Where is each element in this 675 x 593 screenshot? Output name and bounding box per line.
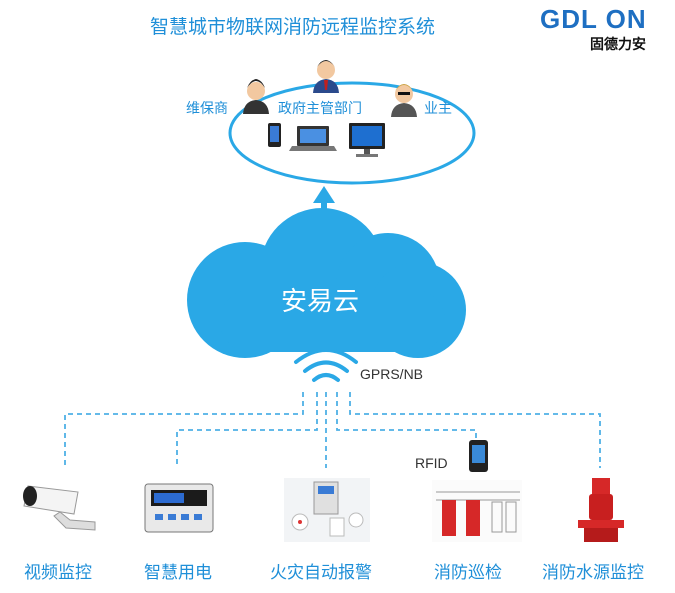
device-label-power: 智慧用电 [144,563,212,583]
device-label-video: 视频监控 [24,563,92,583]
cloud-shape [187,208,466,358]
fire-alarm-devices-icon [284,478,370,542]
water-pump-icon [578,478,624,542]
power-meter-icon [144,483,214,533]
page-title: 智慧城市物联网消防远程监控系统 [150,16,436,38]
role-label-owner: 业主 [424,101,452,117]
device-label-water: 消防水源监控 [542,563,644,583]
user-ellipse [228,81,476,185]
cloud-label: 安易云 [281,287,360,317]
device-label-inspection: 消防巡检 [434,563,502,583]
desktop-monitor-icon [349,123,385,157]
role-label-government: 政府主管部门 [278,101,362,117]
wifi-icon [294,348,358,382]
person-icon-owner [391,84,417,117]
surveillance-camera-icon [23,485,96,531]
device-label-fire-alarm: 火灾自动报警 [270,563,372,583]
brand-logo: GDL ON 固德力安 [540,4,670,53]
fire-pump-system-icon [432,480,522,542]
phone-icon [268,123,281,147]
network-label: GPRS/NB [360,366,424,382]
logo-sub-text: 固德力安 [590,37,646,53]
logo-brand-text: GDL ON [540,4,647,34]
network-connectors [64,392,601,468]
laptop-icon [289,126,337,151]
person-icon-maintainer [243,79,269,114]
rfid-label: RFID [415,455,448,471]
role-label-maintainer: 维保商 [186,101,228,117]
person-icon-government [313,60,339,93]
rfid-scanner-icon [469,440,488,472]
